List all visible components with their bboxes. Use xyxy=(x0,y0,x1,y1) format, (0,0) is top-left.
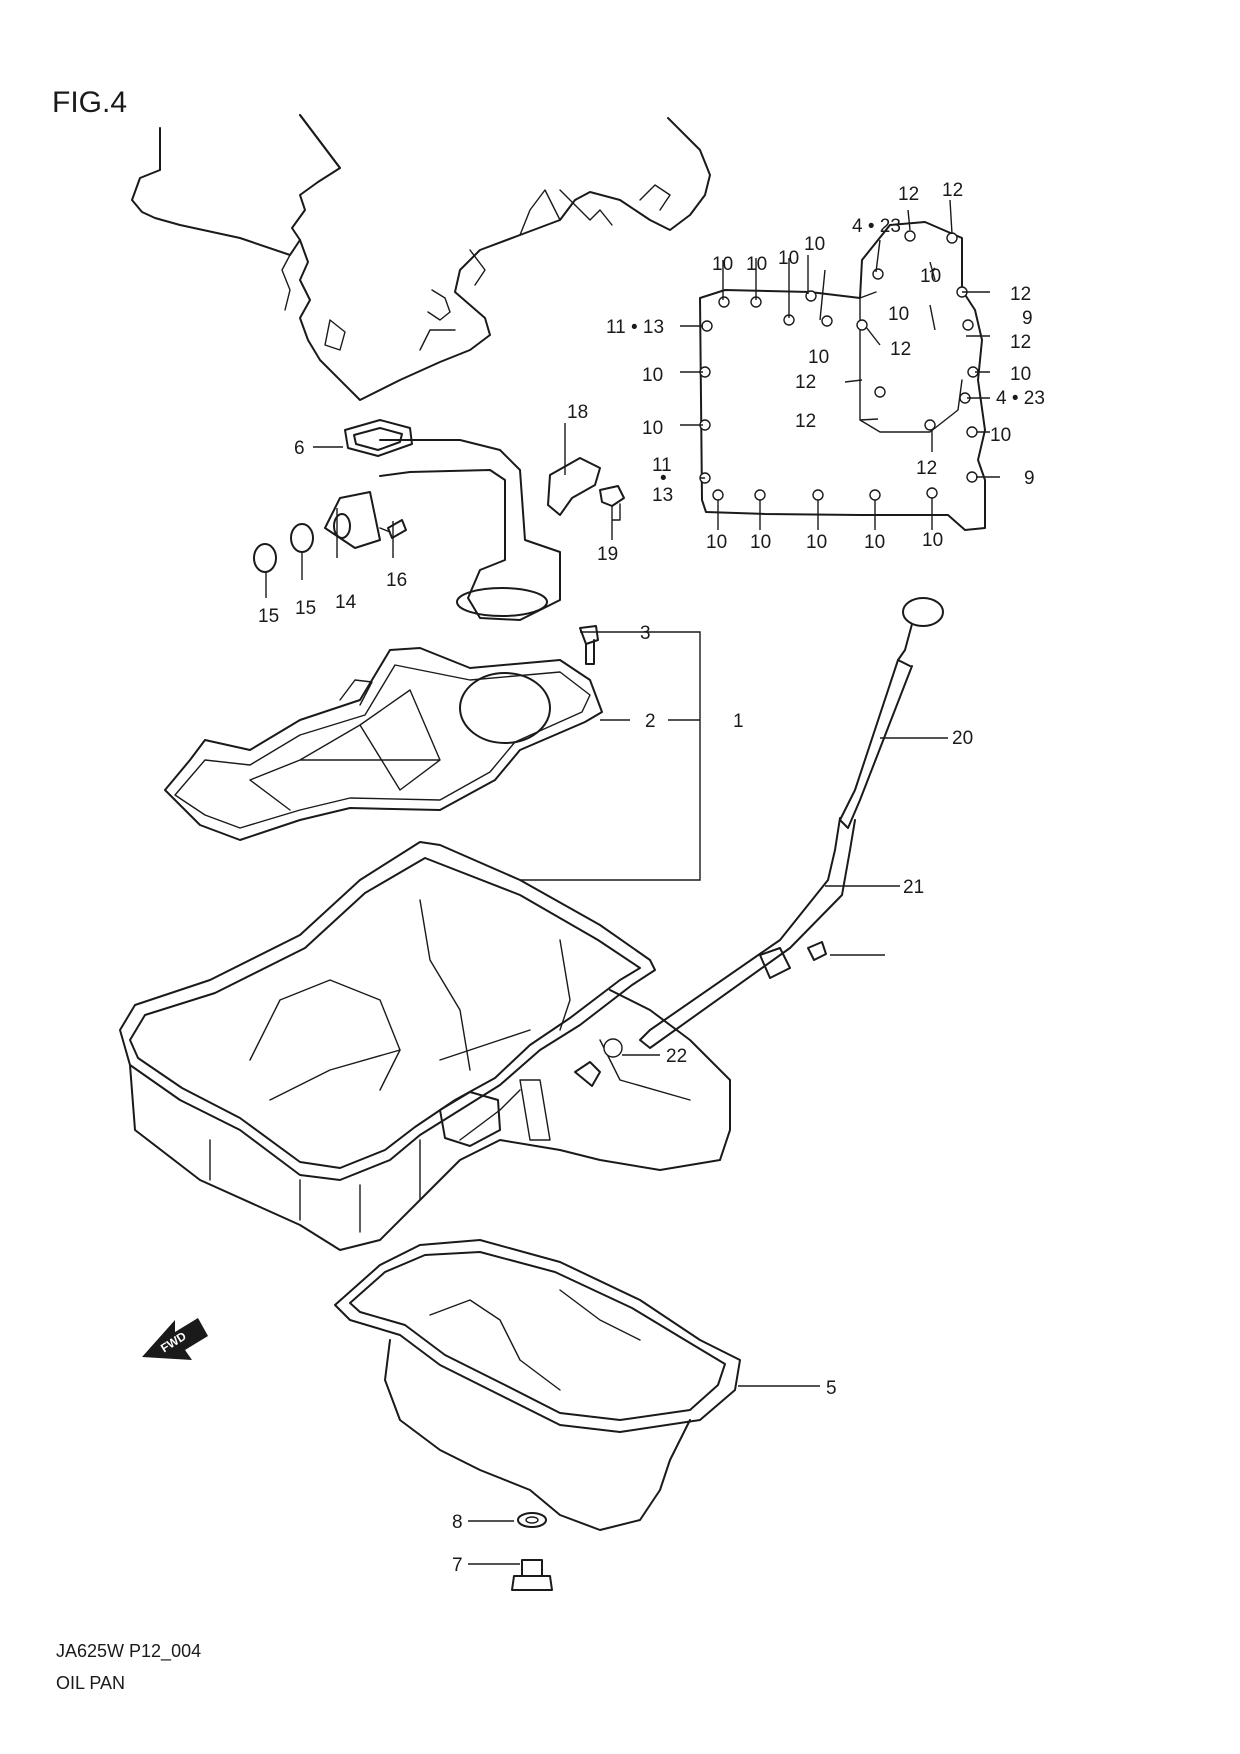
callout-2: 2 xyxy=(645,711,656,732)
bolt-label: 12 xyxy=(1010,284,1031,305)
bolt-label: 4 • 23 xyxy=(852,216,901,237)
bolt-label: 9 xyxy=(1022,308,1033,329)
bolt-label: 10 xyxy=(864,532,885,553)
bolt-label: 11 xyxy=(652,455,672,476)
callout-14: 14 xyxy=(335,592,357,613)
drawing-code: JA625W P12_004 xyxy=(56,1641,201,1662)
bolt-label: 10 xyxy=(706,532,727,553)
baffle-plate xyxy=(164,625,603,841)
bolt-label: 12 xyxy=(942,180,963,201)
drain-plug xyxy=(511,1512,553,1591)
oil-dipstick xyxy=(639,597,944,1049)
bolt-layout-diagram xyxy=(680,199,1000,531)
bolt-label: 12 xyxy=(898,184,919,205)
callout-15b: 15 xyxy=(295,598,316,619)
callout-7: 7 xyxy=(452,1555,463,1576)
callout-15a: 15 xyxy=(258,606,279,627)
figure-title: FIG.4 xyxy=(52,86,127,119)
callout-20: 21 xyxy=(903,877,924,898)
bolt-label: 12 xyxy=(795,411,816,432)
bolt-label: 10 xyxy=(990,425,1011,446)
bolt-label: 10 xyxy=(808,347,829,368)
bolt-label: 10 xyxy=(920,266,941,287)
strainer-bracket xyxy=(547,457,625,521)
bolt-label: 12 xyxy=(795,372,816,393)
drawing-caption: OIL PAN xyxy=(56,1673,125,1693)
callout-18: 19 xyxy=(597,544,618,565)
bolt-label: 10 xyxy=(804,234,825,255)
callout-16: 16 xyxy=(386,570,407,591)
oil-pan-lower xyxy=(334,1239,741,1531)
bolt-label: 10 xyxy=(888,304,909,325)
bolt-label: 10 xyxy=(642,418,663,439)
bolt-label: 13 xyxy=(652,485,673,506)
bolt-label: 10 xyxy=(642,365,663,386)
callout-1: 1 xyxy=(733,711,744,732)
fwd-arrow: FWD xyxy=(142,1318,208,1360)
bolt-label: 10 xyxy=(746,254,767,275)
callout-8: 8 xyxy=(452,1512,463,1533)
bolt-label: 12 xyxy=(890,339,911,360)
bolt-label: 12 xyxy=(1010,332,1031,353)
bolt-label: 10 xyxy=(806,532,827,553)
callout-5: 5 xyxy=(826,1378,837,1399)
bolt-label: • xyxy=(660,468,667,489)
callout-labels: 6 3 2 1 18 19 16 14 15 15 20 21 22 5 8 7 xyxy=(258,402,973,1576)
bolt-label: 4 • 23 xyxy=(996,388,1045,409)
bolt-label: 10 xyxy=(1010,364,1031,385)
callout-leaders xyxy=(265,423,948,1565)
callout-3: 3 xyxy=(640,623,651,644)
callout-6: 6 xyxy=(294,438,305,459)
bolt-label: 10 xyxy=(778,248,799,269)
bolt-label: 10 xyxy=(750,532,771,553)
bolt-label: 11 • 13 xyxy=(606,317,664,338)
callout-21: 22 xyxy=(666,1046,687,1067)
bolt-label: 12 xyxy=(916,458,937,479)
bolt-label: 10 xyxy=(712,254,733,275)
bolt-layout-labels: 12 12 4 • 23 10 10 10 10 10 12 11 • 13 1… xyxy=(606,180,1045,553)
callout-19: 20 xyxy=(952,728,973,749)
bolt-label: 10 xyxy=(922,530,943,551)
bolt-label: 9 xyxy=(1024,468,1035,489)
callout-17: 18 xyxy=(567,402,588,423)
engine-block-outline xyxy=(131,114,711,401)
oil-pan-upper xyxy=(119,841,731,1251)
oil-strainer xyxy=(253,419,561,621)
